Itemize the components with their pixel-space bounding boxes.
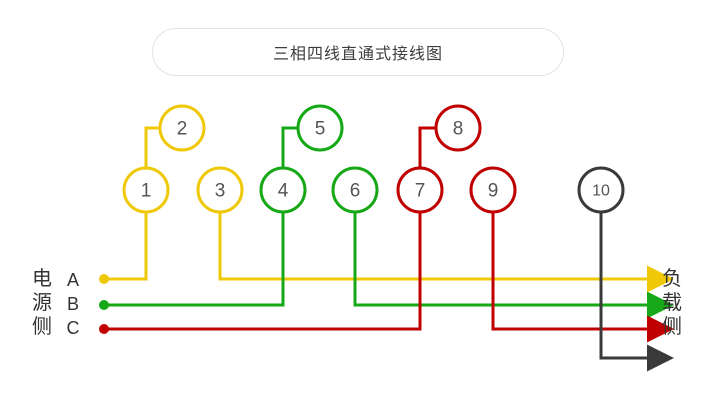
terminal-circle-2[interactable] — [158, 104, 206, 152]
terminal-group-3[interactable]: 3 — [196, 166, 244, 214]
terminal-number-4: 4 — [278, 181, 289, 202]
terminal-group-2[interactable]: 2 — [158, 104, 206, 152]
load-side-label: 负 载 侧 — [660, 266, 684, 338]
load-side-char-3: 侧 — [662, 314, 682, 338]
terminal-group-1[interactable]: 1 — [122, 166, 170, 214]
wire-terminal-3-to-load-a — [218, 212, 674, 293]
load-side-char-1: 负 — [662, 266, 682, 290]
terminal-number-2: 2 — [177, 119, 188, 140]
phase-label-b: B — [66, 294, 79, 314]
terminal-group-10[interactable]: 10 — [577, 166, 625, 214]
terminal-number-6: 6 — [350, 181, 361, 202]
terminal-number-1: 1 — [141, 181, 152, 202]
page-title: 三相四线直通式接线图 — [272, 44, 443, 63]
terminal-circle-4[interactable] — [259, 166, 307, 214]
wire-source-b-to-terminal-4 — [104, 212, 285, 307]
terminal-group-6[interactable]: 6 — [331, 166, 379, 214]
phase-label-c: C — [66, 318, 80, 338]
terminal-group-5[interactable]: 5 — [296, 104, 344, 152]
terminal-number-10: 10 — [592, 183, 610, 200]
terminal-circle-5[interactable] — [296, 104, 344, 152]
wire-terminal-6-to-load-b — [353, 212, 674, 319]
terminal-group-9[interactable]: 9 — [469, 166, 517, 214]
terminal-group-7[interactable]: 7 — [396, 166, 444, 214]
source-side-char-2: 源 — [32, 290, 52, 314]
terminal-circle-8[interactable] — [434, 104, 482, 152]
terminal-circle-7[interactable] — [396, 166, 444, 214]
wire-source-a-to-terminal-1 — [104, 212, 148, 281]
wire-source-c-to-terminal-7 — [104, 212, 422, 331]
terminal-group-4[interactable]: 4 — [259, 166, 307, 214]
terminal-circle-9[interactable] — [469, 166, 517, 214]
diagram-title-pill: 三相四线直通式接线图 — [152, 28, 564, 76]
terminal-circle-6[interactable] — [331, 166, 379, 214]
terminal-circle-1[interactable] — [122, 166, 170, 214]
wire-terminal-9-to-load-c — [491, 212, 674, 343]
source-side-label: 电 源 侧 — [30, 266, 54, 338]
terminal-circle-10[interactable] — [577, 166, 625, 214]
phase-label-a: A — [66, 270, 79, 290]
source-side-char-1: 电 — [32, 266, 52, 290]
terminal-number-5: 5 — [315, 119, 326, 140]
phase-label-column: A B C — [64, 268, 82, 340]
terminal-group-8[interactable]: 8 — [434, 104, 482, 152]
terminal-number-9: 9 — [488, 181, 499, 202]
terminal-circle-3[interactable] — [196, 166, 244, 214]
load-side-char-2: 载 — [662, 290, 682, 314]
source-side-char-3: 侧 — [32, 314, 52, 338]
terminal-number-3: 3 — [215, 181, 226, 202]
wire-terminal-10-to-load-neutral — [599, 212, 674, 372]
terminal-number-8: 8 — [453, 119, 464, 140]
terminal-number-7: 7 — [415, 181, 426, 202]
